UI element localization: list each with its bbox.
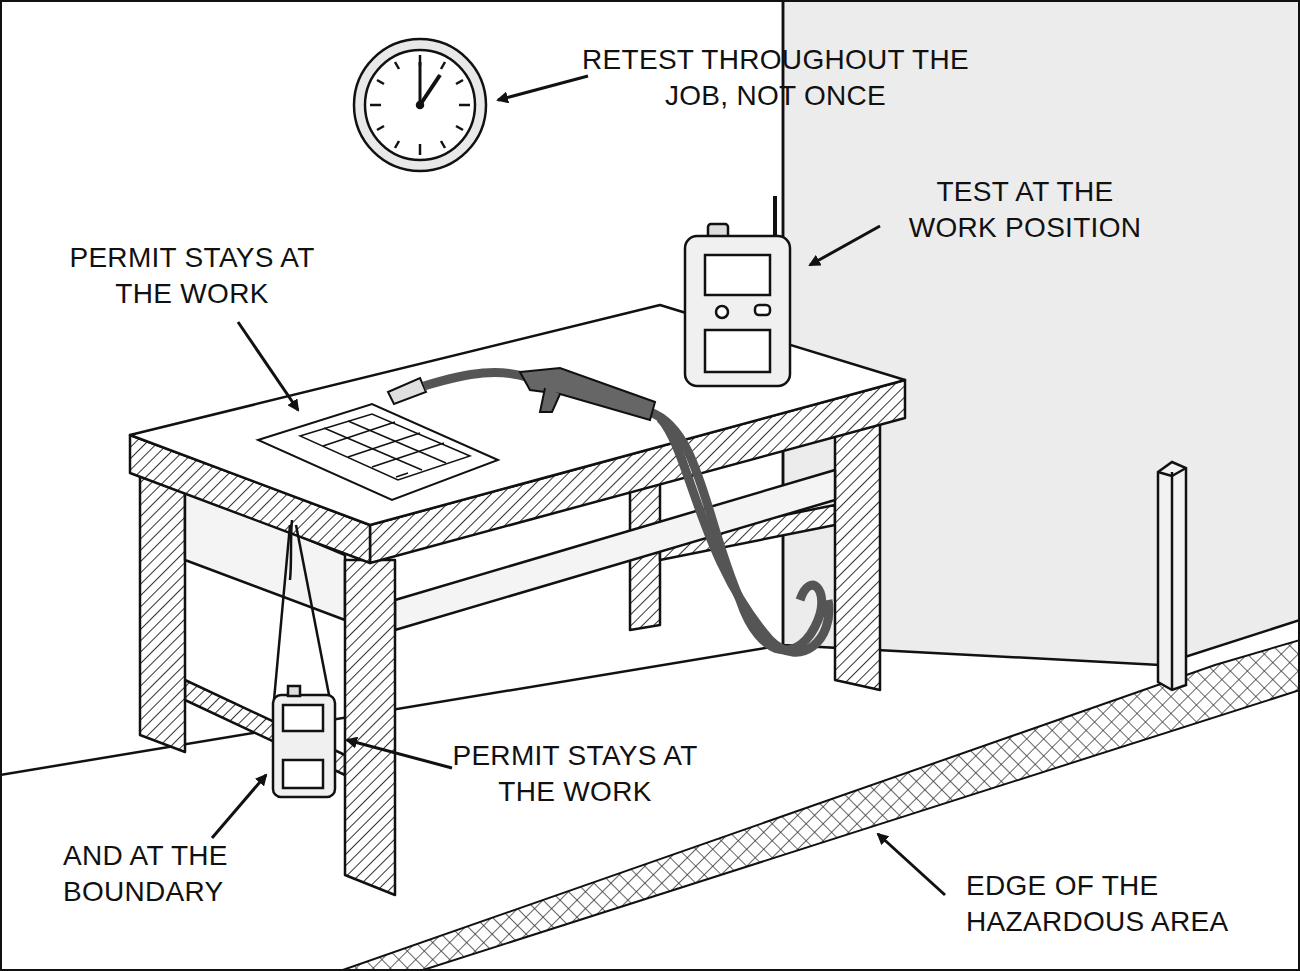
- leader-arrows-part: [810, 226, 880, 265]
- welding-cable-part: [660, 418, 829, 652]
- wall-clock: [354, 39, 486, 171]
- leader-arrows: [212, 76, 945, 895]
- boundary-detector-part: [288, 686, 300, 696]
- boundary-post-part: [1158, 472, 1172, 476]
- gas-detector-part: [716, 306, 728, 318]
- leader-arrows-part: [212, 775, 266, 838]
- hazard-strip-part: [340, 640, 1300, 971]
- wall-clock-part: [419, 62, 422, 105]
- gas-detector-part: [773, 196, 777, 240]
- boundary-detector-part: [283, 705, 323, 731]
- boundary-detector-part: [296, 525, 330, 700]
- wall-clock-part: [377, 126, 384, 130]
- work-table: [130, 305, 905, 895]
- wall-clock-part: [441, 141, 445, 148]
- boundary-post-part: [1171, 472, 1174, 690]
- permit-sheet-part: [324, 428, 422, 470]
- leader-arrows-part: [878, 834, 945, 895]
- wall-clock-part: [419, 144, 422, 155]
- gas-detector-part: [755, 305, 770, 315]
- callout-label: TEST AT THE WORK POSITION: [890, 174, 1160, 246]
- wall-clock-part: [370, 104, 381, 107]
- permit-sheet-part: [348, 433, 420, 457]
- gas-detector-part: [685, 236, 790, 386]
- welding-torch: [388, 368, 655, 420]
- work-table-part: [140, 470, 185, 752]
- callout-label: PERMIT STAYS AT THE WORK: [450, 738, 700, 810]
- work-table-part: [835, 400, 880, 690]
- wall-clock-part: [459, 104, 470, 107]
- callout-label: AND AT THE BOUNDARY: [63, 838, 283, 910]
- callout-label: RETEST THROUGHOUT THE JOB, NOT ONCE: [578, 42, 973, 114]
- permit-sheet-part: [348, 421, 446, 463]
- permit-sheet-part: [323, 422, 395, 446]
- gas-detector-part: [705, 255, 770, 295]
- leader-arrows-part: [347, 740, 452, 768]
- wall-clock-part: [420, 75, 440, 105]
- wall-clock-part: [377, 80, 384, 84]
- boundary-post-part: [1172, 468, 1186, 476]
- boundary-post-part: [1158, 462, 1186, 690]
- wall-clock-part: [456, 80, 463, 84]
- permit-sheet-part: [258, 404, 498, 500]
- welding-torch-part: [424, 372, 530, 386]
- welding-torch-part: [540, 388, 560, 412]
- wall-clock-part: [441, 62, 445, 69]
- welding-torch-part: [520, 368, 655, 420]
- wall-clock-part: [395, 62, 399, 69]
- boundary-detector-part: [283, 760, 323, 788]
- wall-clock-part: [395, 141, 399, 148]
- permit-sheet: [258, 404, 498, 500]
- wall-clock-part: [354, 39, 486, 171]
- leader-arrows-part: [238, 322, 298, 410]
- welding-cable: [650, 412, 829, 652]
- boundary-detector-part: [274, 525, 290, 700]
- room: [0, 0, 1300, 775]
- wall-clock-part: [365, 50, 475, 160]
- work-table-part: [345, 560, 395, 895]
- hazard-strip: [340, 640, 1300, 971]
- wall-clock-part: [456, 126, 463, 130]
- callout-label: PERMIT STAYS AT THE WORK: [67, 240, 317, 312]
- gas-detector: [685, 196, 790, 386]
- boundary-post: [1158, 462, 1186, 690]
- gas-detector-part: [705, 330, 770, 372]
- callout-label: EDGE OF THE HAZARDOUS AREA: [966, 868, 1276, 940]
- permit-sheet-part: [396, 473, 408, 477]
- permit-sheet-part: [300, 414, 470, 480]
- boundary-detector-part: [273, 695, 335, 797]
- boundary-detector: [273, 520, 335, 797]
- wall-clock-part: [417, 102, 423, 108]
- welding-torch-part: [388, 378, 426, 404]
- leader-arrows-part: [498, 76, 588, 100]
- permit-sheet-part: [372, 443, 444, 467]
